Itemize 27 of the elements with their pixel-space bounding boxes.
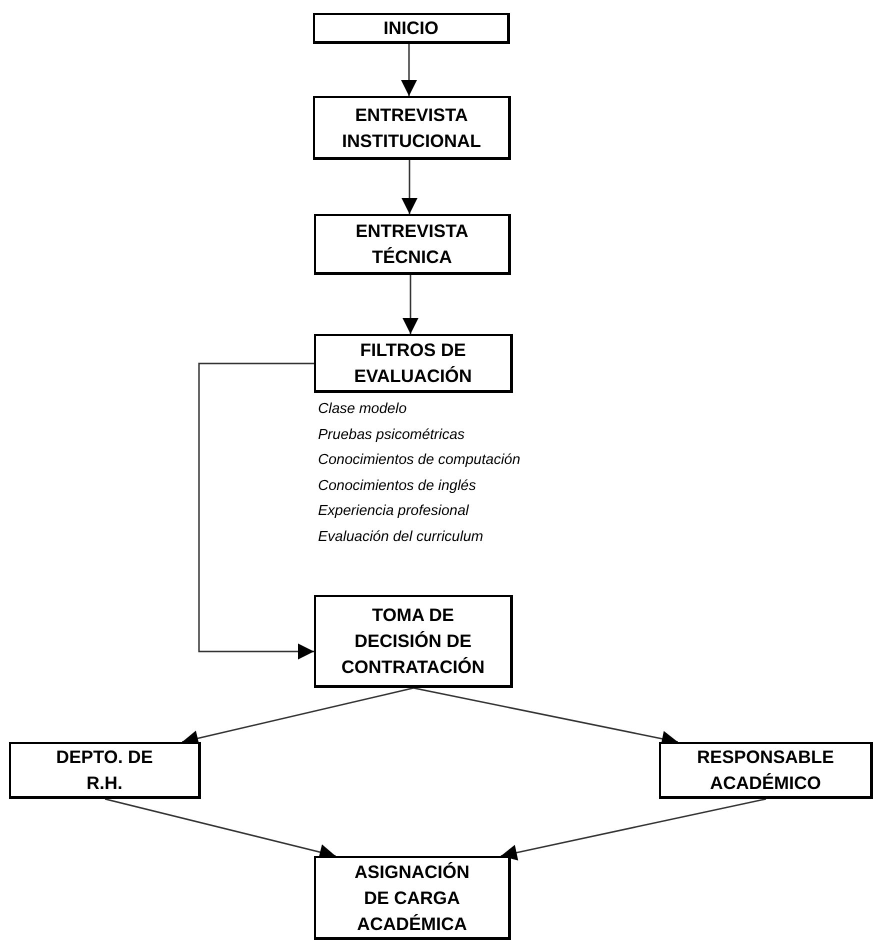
criterion-text: Experiencia profesional [318, 503, 469, 519]
process-box [314, 595, 513, 688]
process-box [314, 856, 511, 940]
criterion-text: Evaluación del curriculum [318, 528, 484, 544]
step-label: INICIO [383, 17, 438, 40]
process-box [313, 96, 511, 160]
process-box [659, 742, 873, 799]
process-box [314, 334, 513, 393]
step-label: ENTREVISTA TÉCNICA [354, 220, 470, 269]
process-box [9, 742, 201, 799]
step-label: RESPONSABLE ACADÉMICO [696, 746, 836, 795]
step-label: ENTREVISTA INSTITUCIONAL [341, 104, 482, 152]
arrow [500, 798, 766, 860]
criterion-text: Clase modelo [318, 401, 407, 417]
step-label: TOMA DE DECISIÓN DE CONTRATACIÓN [340, 604, 486, 679]
criterion-text: Pruebas psicométricas [318, 426, 465, 442]
arrow [401, 44, 417, 96]
criterion-text: Conocimientos de inglés [318, 478, 476, 494]
arrow [402, 275, 418, 334]
criterion-text: Conocimientos de computación [318, 452, 520, 468]
arrow [402, 160, 418, 214]
arrow [198, 362, 314, 660]
step-label: DEPTO. DE R.H. [55, 746, 154, 795]
process-box [313, 13, 510, 44]
step-label: FILTROS DE EVALUACIÓN [353, 339, 473, 388]
process-box [314, 214, 511, 275]
step-label: ASIGNACIÓN DE CARGA ACADÉMICA [353, 860, 470, 936]
